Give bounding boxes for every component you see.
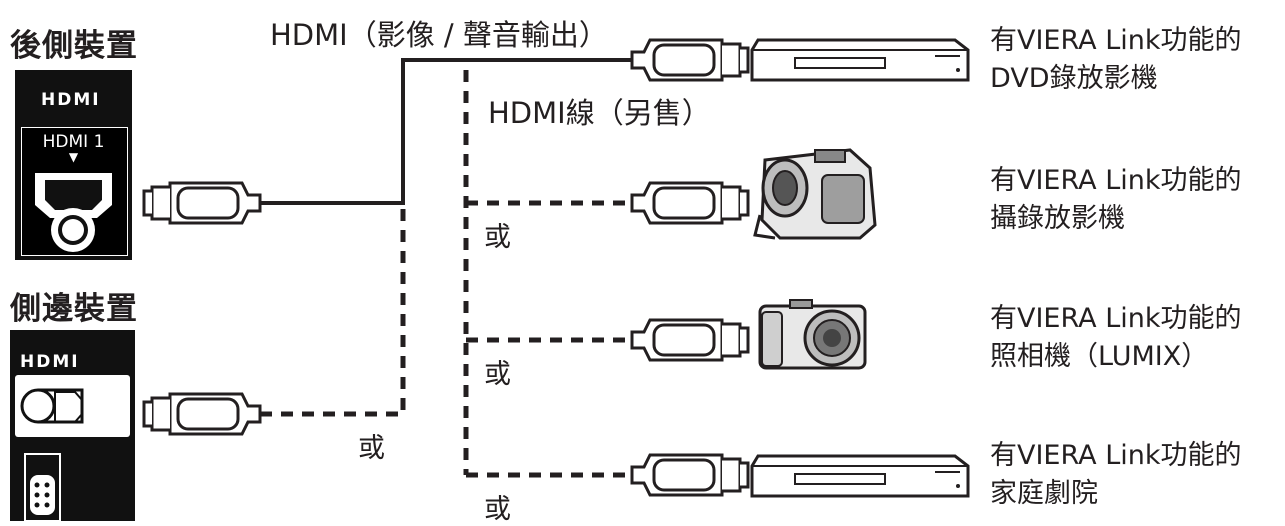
hdmi-logo: HDMI	[41, 90, 101, 110]
device-label-line2: 家庭劇院	[990, 478, 1098, 509]
camera-icon	[758, 299, 867, 370]
device-label-line1: 有VIERA Link功能的	[990, 165, 1242, 196]
side-hdmi-port-icon	[20, 388, 84, 521]
rear-hdmi-panel: HDMI HDMI 1 ▼	[15, 70, 132, 260]
hdmi-plug-camera	[630, 318, 750, 362]
side-hdmi-panel: HDMI 2	[10, 330, 135, 521]
camcorder-icon	[753, 148, 877, 240]
port-arrow-icon: ▼	[68, 150, 79, 164]
device-label-camcorder: 有VIERA Link功能的 攝錄放影機	[990, 162, 1242, 238]
side-port-area	[15, 375, 130, 437]
or-label: 或	[484, 359, 511, 390]
or-label: 或	[358, 433, 385, 464]
device-label-line1: 有VIERA Link功能的	[990, 440, 1242, 471]
device-label-line2: DVD錄放影機	[990, 63, 1158, 94]
hdmi-cable-label: HDMI線（另售）	[488, 96, 711, 130]
device-label-camera: 有VIERA Link功能的 照相機（LUMIX）	[990, 300, 1242, 376]
side-port-number: 2	[98, 408, 105, 421]
hdmi-port-icon	[35, 173, 112, 252]
port-label: HDMI 1	[42, 132, 105, 152]
device-label-line2: 攝錄放影機	[990, 203, 1125, 234]
hdmi-plug-dvd	[630, 38, 750, 82]
hdmi-plug-rear	[144, 183, 260, 223]
rear-terminal-heading: 後側裝置	[10, 28, 138, 64]
device-label-theater: 有VIERA Link功能的 家庭劇院	[990, 437, 1242, 513]
or-label: 或	[484, 494, 511, 525]
or-label: 或	[484, 222, 511, 253]
home-theater-icon	[750, 454, 970, 498]
dvd-recorder-icon	[750, 38, 970, 82]
hdmi-plug-camcorder	[630, 181, 750, 225]
hdmi-output-label: HDMI（影像 / 聲音輸出）	[270, 18, 608, 52]
hdmi-logo-side: HDMI	[20, 352, 80, 372]
device-label-line2: 照相機（LUMIX）	[990, 341, 1209, 372]
device-label-line1: 有VIERA Link功能的	[990, 25, 1242, 56]
side-terminal-heading: 側邊裝置	[10, 291, 138, 327]
hdmi-plug-theater	[630, 453, 750, 497]
device-label-dvd: 有VIERA Link功能的 DVD錄放影機	[990, 22, 1242, 98]
device-label-line1: 有VIERA Link功能的	[990, 303, 1242, 334]
hdmi-plug-side	[144, 394, 260, 434]
